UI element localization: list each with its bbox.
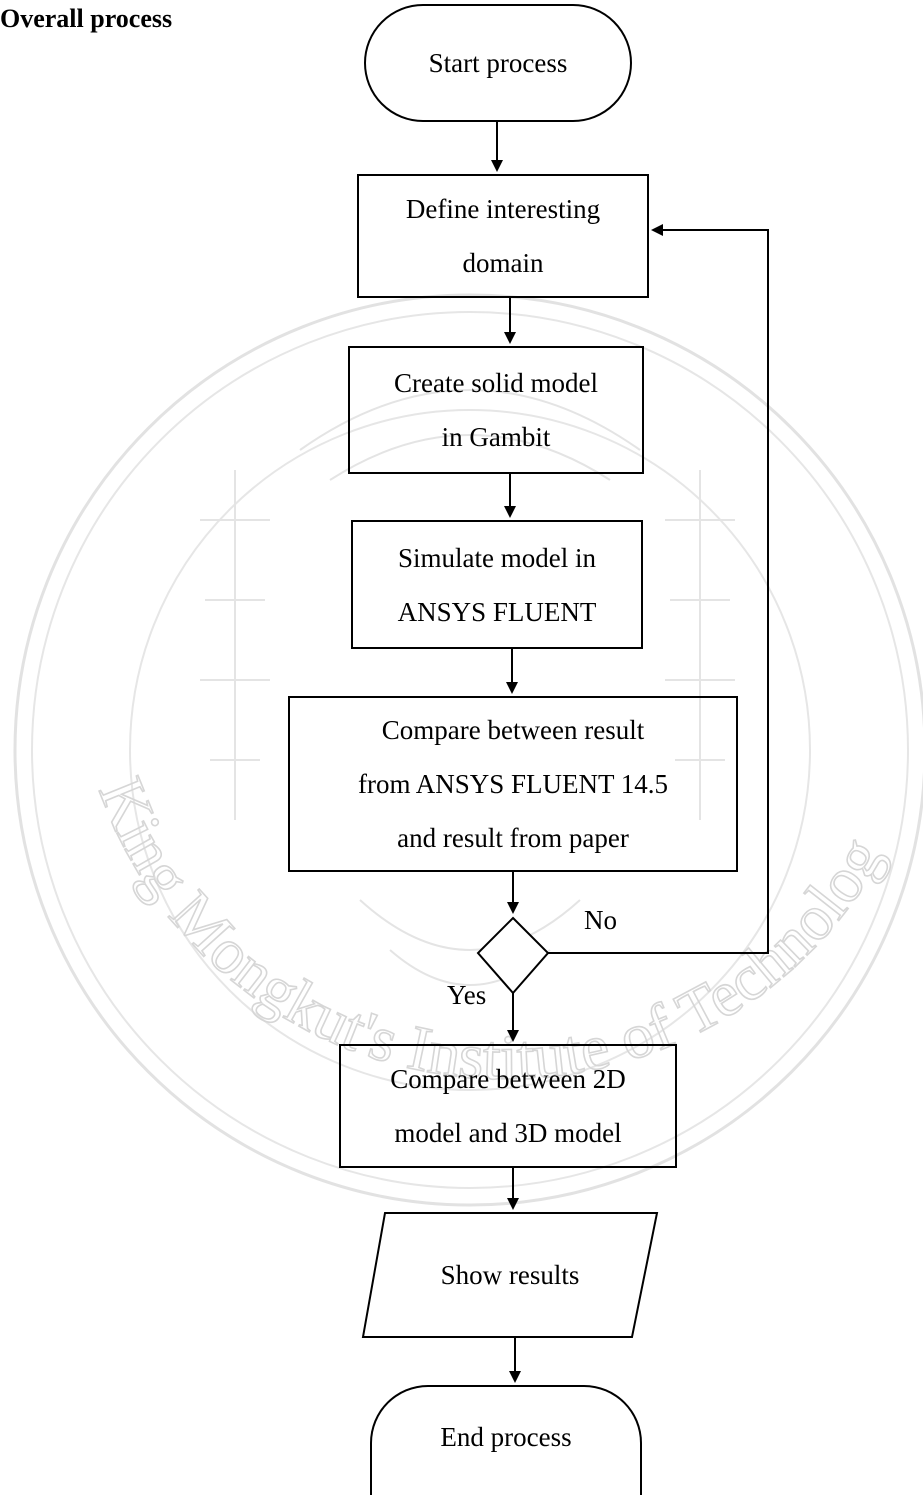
compare-results-line-1: Compare between result <box>381 715 645 745</box>
show-results-data: Show results <box>363 1213 657 1337</box>
show-results-label: Show results <box>440 1260 580 1290</box>
create-solid-model-line-2: in Gambit <box>441 422 551 452</box>
start-process-terminal: Start process <box>364 4 632 122</box>
compare-2d-3d-line-2: model and 3D model <box>394 1118 622 1148</box>
create-solid-model-step: Create solid model in Gambit <box>348 346 644 474</box>
end-process-terminal: End process <box>370 1385 642 1495</box>
define-domain-line-1: Define interesting <box>405 194 601 224</box>
arrow-no-loop-back <box>548 224 769 954</box>
start-process-label: Start process <box>428 48 568 78</box>
define-domain-step: Define interesting domain <box>357 174 649 298</box>
yes-branch-label: Yes <box>447 980 487 1010</box>
define-domain-line-2: domain <box>462 248 544 278</box>
compare-results-step: Compare between result from ANSYS FLUENT… <box>288 696 738 872</box>
compare-2d-3d-line-1: Compare between 2D <box>390 1064 626 1094</box>
create-solid-model-line-1: Create solid model <box>394 368 598 398</box>
simulate-model-line-2: ANSYS FLUENT <box>397 596 597 627</box>
simulate-model-line-1: Simulate model in <box>398 542 596 573</box>
page-heading: Overall process <box>0 4 173 33</box>
simulate-model-step: Simulate model in ANSYS FLUENT <box>351 520 643 649</box>
compare-results-line-3: and result from paper <box>397 823 629 853</box>
no-branch-label: No <box>584 905 617 935</box>
end-process-label: End process <box>440 1422 572 1452</box>
decision-diamond <box>476 916 550 995</box>
compare-2d-3d-step: Compare between 2D model and 3D model <box>339 1044 677 1168</box>
show-results-parallelogram <box>361 1212 659 1338</box>
compare-results-line-2: from ANSYS FLUENT 14.5 <box>357 769 669 799</box>
